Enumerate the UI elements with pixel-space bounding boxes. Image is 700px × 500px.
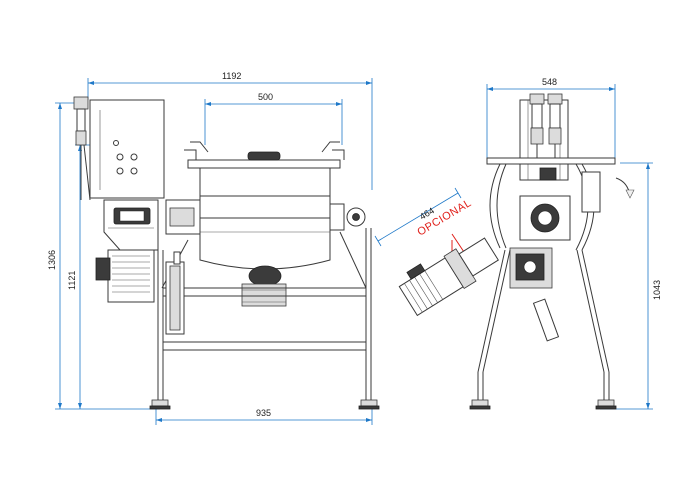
air-filter-unit — [73, 96, 91, 201]
top-plate — [486, 157, 616, 165]
dim-label-548: 548 — [542, 77, 557, 87]
drive-motor — [95, 249, 155, 303]
side-gearbox — [509, 195, 571, 289]
side-frame — [469, 249, 617, 410]
optional-motor — [398, 237, 499, 317]
lower-motor — [241, 265, 287, 307]
dim-label-1043: 1043 — [652, 280, 662, 300]
dim-drum-width: 500 — [204, 92, 343, 145]
control-panel — [89, 99, 165, 199]
drum-side-profile — [489, 163, 635, 251]
dim-side-width: 548 — [486, 77, 616, 160]
mixing-drum — [165, 141, 366, 270]
dim-label-1121: 1121 — [67, 271, 77, 290]
front-view: 1192 500 1306 1121 — [47, 71, 380, 425]
gearbox-housing — [103, 199, 159, 251]
dim-overall-width: 1192 — [87, 71, 373, 190]
dim-label-935: 935 — [256, 408, 271, 418]
support-frame — [149, 228, 380, 410]
dim-label-1306: 1306 — [47, 250, 57, 270]
dim-label-1192: 1192 — [222, 71, 241, 81]
side-view: 548 1043 464 OPCIONAL — [374, 77, 662, 410]
dim-base-width: 935 — [155, 405, 373, 425]
dim-label-500: 500 — [258, 92, 273, 102]
side-column — [519, 93, 569, 181]
